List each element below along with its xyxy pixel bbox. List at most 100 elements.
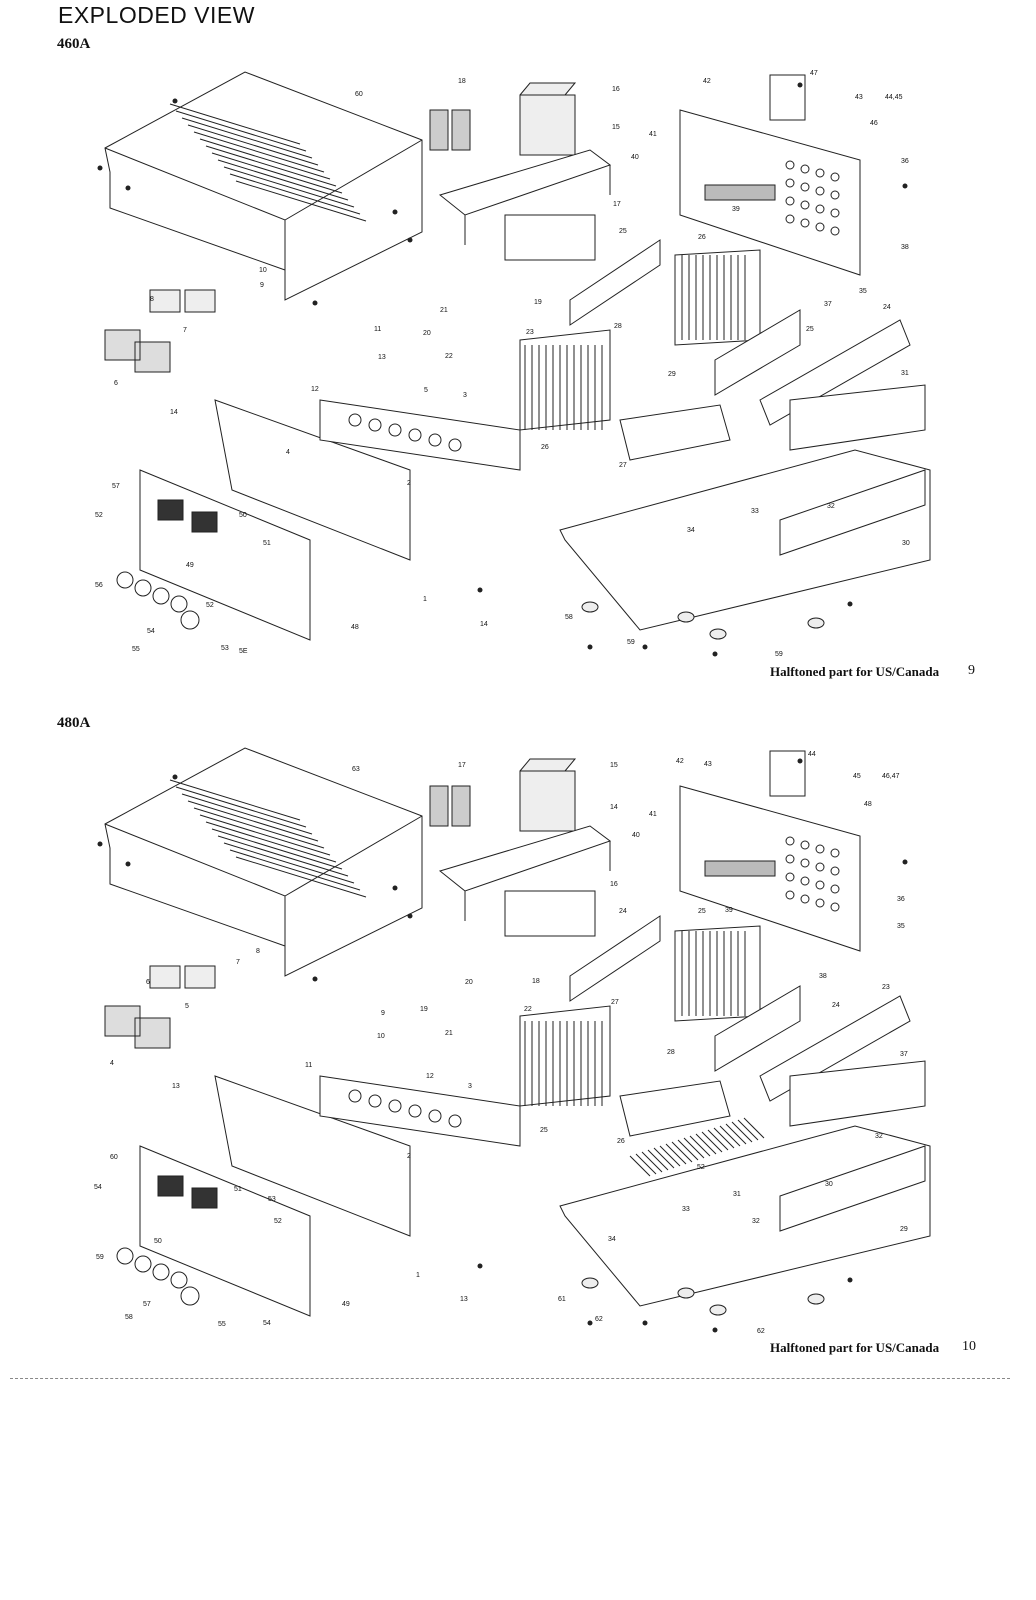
- part-callout: 30: [825, 1181, 833, 1188]
- bottom-vent-slot: [629, 1155, 651, 1177]
- rca-jack: [830, 902, 840, 912]
- part-callout: 40: [632, 832, 640, 839]
- bottom-vent-slot: [641, 1151, 663, 1173]
- rca-jack: [785, 872, 795, 882]
- knob: [116, 1247, 134, 1265]
- meter-windows: [157, 499, 218, 533]
- part-callout: 29: [900, 1226, 908, 1233]
- part-callout: 17: [458, 762, 466, 769]
- part-callout: 24: [619, 908, 627, 915]
- part-callout: 34: [608, 1236, 616, 1243]
- part-callout: 46: [870, 120, 878, 127]
- screw: [587, 1320, 593, 1326]
- part-callout: 19: [534, 299, 542, 306]
- transistor-brackets: [569, 915, 801, 1072]
- part-callout: 25: [806, 326, 814, 333]
- rca-jack: [815, 204, 825, 214]
- part-callout: 13: [172, 1083, 180, 1090]
- halftone-note-460a: Halftoned part for US/Canada: [770, 664, 940, 679]
- rca-jack: [800, 894, 810, 904]
- part-callout: 12: [426, 1073, 434, 1080]
- part-callout: 53: [268, 1196, 276, 1203]
- vent-slot: [181, 117, 313, 159]
- part-callout: 3: [468, 1083, 472, 1090]
- screw: [477, 587, 483, 593]
- rubber-foot: [709, 1304, 727, 1316]
- page-divider: [10, 1378, 1010, 1379]
- vent-slot: [211, 828, 343, 870]
- meter-lamp-holders: [149, 965, 216, 989]
- part-callout: 39: [725, 907, 733, 914]
- screw: [407, 237, 413, 243]
- rubber-foot: [581, 1277, 599, 1289]
- rubber-foot: [677, 611, 695, 623]
- screw: [312, 300, 318, 306]
- part-callout: 9: [381, 1010, 385, 1017]
- bottom-vent-slot: [671, 1141, 693, 1163]
- part-callout: 44,45: [885, 94, 903, 101]
- part-callout: 30: [902, 540, 910, 547]
- part-callout: 21: [440, 307, 448, 314]
- knob: [170, 1271, 188, 1289]
- part-callout: 44: [808, 751, 816, 758]
- rca-jack: [830, 848, 840, 858]
- bottom-vent-slot: [731, 1121, 753, 1143]
- model-label-480a: 480A: [57, 715, 91, 731]
- knob: [152, 587, 170, 605]
- vent-slot: [235, 180, 367, 222]
- filter-capacitors: [429, 785, 471, 827]
- part-callout: 1: [416, 1272, 420, 1279]
- part-callout: 48: [864, 801, 872, 808]
- part-callout: 26: [617, 1138, 625, 1145]
- power-pcb: [619, 404, 731, 461]
- page-number-10: 10: [962, 1339, 976, 1354]
- screw: [797, 758, 803, 764]
- vent-slot: [181, 793, 313, 835]
- rca-jack: [785, 196, 795, 206]
- part-callout: 37: [900, 1051, 908, 1058]
- screw: [797, 82, 803, 88]
- part-callout: 7: [183, 327, 187, 334]
- speaker-terminal-board: [789, 384, 926, 451]
- vent-slot: [235, 856, 367, 898]
- part-callout: 15: [612, 124, 620, 131]
- side-rail: [779, 469, 926, 556]
- bottom-vent-slot: [653, 1147, 675, 1169]
- part-callout: 29: [668, 371, 676, 378]
- part-callout: 50: [239, 512, 247, 519]
- sub-chassis-panel: [214, 399, 411, 561]
- bottom-vent-slot: [665, 1143, 687, 1165]
- rca-jack: [815, 222, 825, 232]
- meter-windows: [157, 1175, 218, 1209]
- part-callout: 43: [855, 94, 863, 101]
- part-callout: 20: [423, 330, 431, 337]
- rca-jack: [800, 164, 810, 174]
- exploded-view-460a: [97, 71, 931, 657]
- terminal-strip: [704, 184, 776, 201]
- bottom-vent-slot: [713, 1127, 735, 1149]
- potentiometer: [448, 438, 462, 452]
- rca-jack: [785, 836, 795, 846]
- part-callout: 8: [256, 948, 260, 955]
- part-callout: 11: [305, 1062, 313, 1069]
- bottom-vent-slot: [683, 1137, 705, 1159]
- vent-slot: [169, 103, 301, 145]
- rca-jack: [815, 186, 825, 196]
- part-callout: 24: [832, 1002, 840, 1009]
- part-callout: 6: [146, 979, 150, 986]
- knob: [152, 1263, 170, 1281]
- part-callout: 25: [540, 1127, 548, 1134]
- screw: [642, 644, 648, 650]
- rca-jack: [800, 840, 810, 850]
- part-callout: 35: [897, 923, 905, 930]
- part-callout: 10: [377, 1033, 385, 1040]
- part-callout: 14: [480, 621, 488, 628]
- part-callout: 59: [775, 651, 783, 658]
- part-callout: 4: [286, 449, 290, 456]
- exploded-view-480a: [97, 747, 931, 1333]
- bottom-plate: [559, 1125, 931, 1307]
- part-callout: 46,47: [882, 773, 900, 780]
- rca-jack: [830, 208, 840, 218]
- sub-chassis-panel: [214, 1075, 411, 1237]
